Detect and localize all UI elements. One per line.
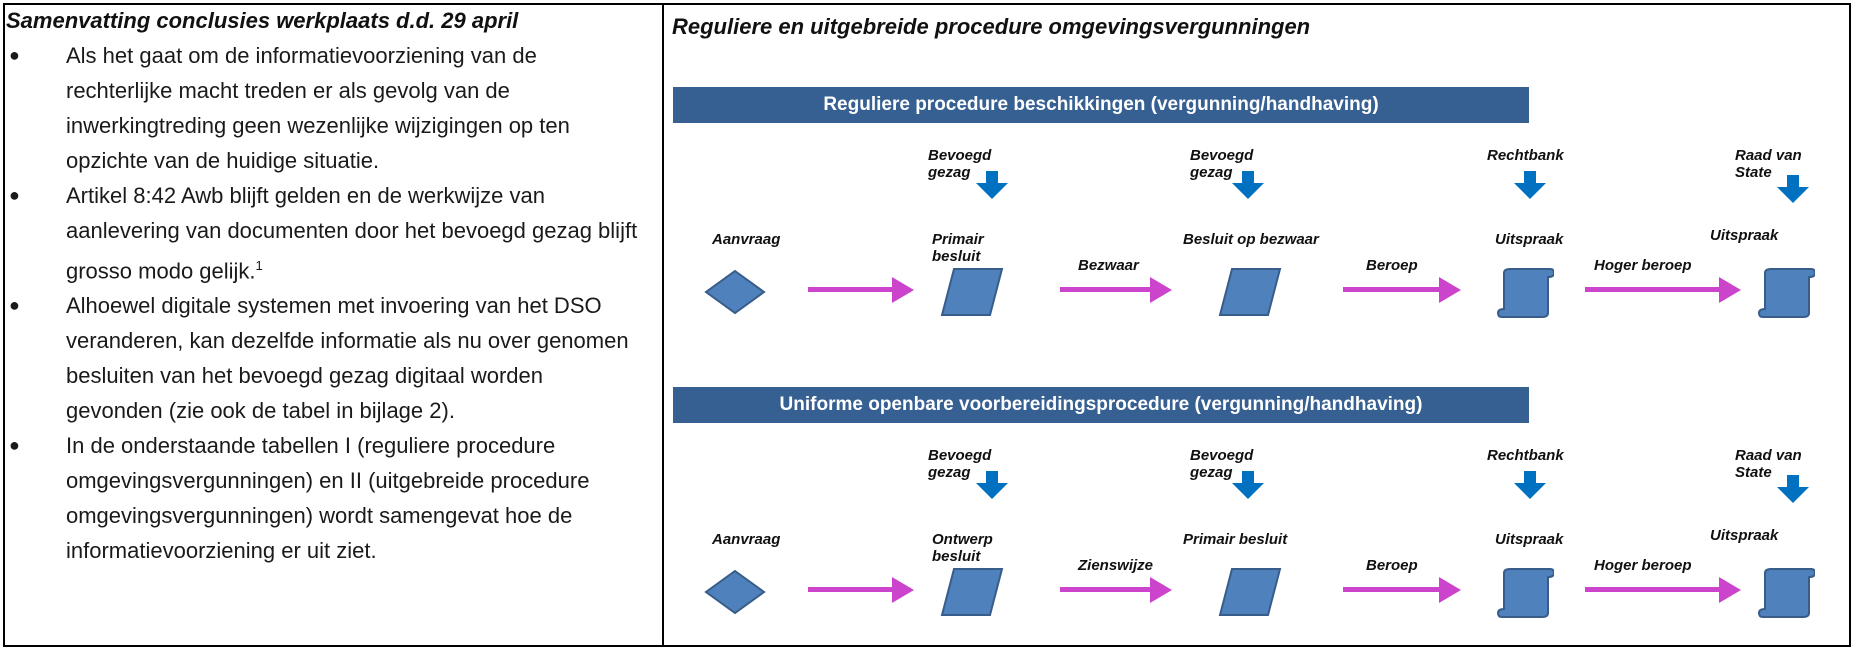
arrow-label: Beroep (1366, 257, 1418, 274)
step-label: Uitspraak (1495, 531, 1564, 548)
authority-label: Rechtbank (1487, 447, 1564, 464)
arrow-label: Beroep (1366, 557, 1418, 574)
process-arrow (1585, 577, 1741, 603)
step-label: Aanvraag (712, 231, 781, 248)
ruling-scroll-shape (1496, 568, 1554, 618)
down-arrow-icon (976, 171, 1008, 199)
step-label: Uitspraak (1495, 231, 1564, 248)
arrow-label: Bezwaar (1078, 257, 1139, 274)
bullet-text: In de onderstaande tabellen I (reguliere… (66, 433, 590, 564)
list-item: ● Artikel 8:42 Awb blijft gelden en de we… (4, 178, 644, 288)
decision-parallelogram-shape (1218, 568, 1282, 616)
down-arrow-icon (1514, 171, 1546, 199)
arrow-label: Hoger beroep (1594, 557, 1692, 574)
arrow-label: Zienswijze (1078, 557, 1154, 574)
summary-table (3, 3, 1851, 647)
list-item: ● Als het gaat om de informatievoorzienin… (4, 38, 644, 178)
bullet-text: Als het gaat om de informatievoorziening… (66, 43, 570, 173)
ruling-scroll-shape (1757, 568, 1815, 618)
step-label: Aanvraag (712, 531, 781, 548)
down-arrow-icon (1232, 171, 1264, 199)
decision-parallelogram-shape (1218, 268, 1282, 316)
step-label: Uitspraak (1710, 227, 1779, 244)
list-item: ● In de onderstaande tabellen I (regulier… (4, 428, 644, 568)
bullet-text: Artikel 8:42 Awb blijft gelden en de wer… (66, 183, 638, 284)
down-arrow-icon (1777, 175, 1809, 203)
process-arrow (808, 577, 914, 603)
bullet-icon: ● (9, 435, 20, 456)
process-arrow (1343, 277, 1461, 303)
conclusion-list: ● Als het gaat om de informatievoorzienin… (4, 38, 644, 568)
down-arrow-icon (976, 471, 1008, 499)
step-label: Primair besluit (1183, 531, 1288, 548)
left-column: Samenvatting conclusies werkplaats d.d. … (4, 8, 644, 568)
procedure-heading: Reguliere en uitgebreide procedure omgev… (672, 14, 1311, 39)
process-arrow (1060, 277, 1172, 303)
ruling-scroll-shape (1757, 268, 1815, 318)
ruling-scroll-shape (1496, 268, 1554, 318)
start-diamond-shape (704, 269, 766, 315)
bullet-text: Alhoewel digitale systemen met invoering… (66, 293, 629, 424)
section-banner: Reguliere procedure beschikkingen (vergu… (673, 87, 1529, 123)
footnote-ref[interactable]: 1 (255, 258, 263, 273)
start-diamond-shape (704, 569, 766, 615)
arrow-label: Hoger beroep (1594, 257, 1692, 274)
list-item: ● Alhoewel digitale systemen met invoerin… (4, 288, 644, 428)
decision-parallelogram-shape (940, 268, 1004, 316)
process-arrow (1343, 577, 1461, 603)
process-arrow (1585, 277, 1741, 303)
down-arrow-icon (1232, 471, 1264, 499)
down-arrow-icon (1514, 471, 1546, 499)
bullet-icon: ● (9, 185, 20, 205)
decision-parallelogram-shape (940, 568, 1004, 616)
step-label: Besluit op bezwaar (1183, 231, 1319, 248)
process-arrow (1060, 577, 1172, 603)
column-divider (662, 5, 664, 645)
section-banner: Uniforme openbare voorbereidingsprocedur… (673, 387, 1529, 423)
down-arrow-icon (1777, 475, 1809, 503)
authority-label: Rechtbank (1487, 147, 1564, 164)
process-arrow (808, 277, 914, 303)
bullet-icon: ● (9, 295, 20, 316)
step-label: Uitspraak (1710, 527, 1779, 544)
bullet-icon: ● (9, 45, 20, 65)
summary-heading: Samenvatting conclusies werkplaats d.d. … (6, 8, 519, 33)
